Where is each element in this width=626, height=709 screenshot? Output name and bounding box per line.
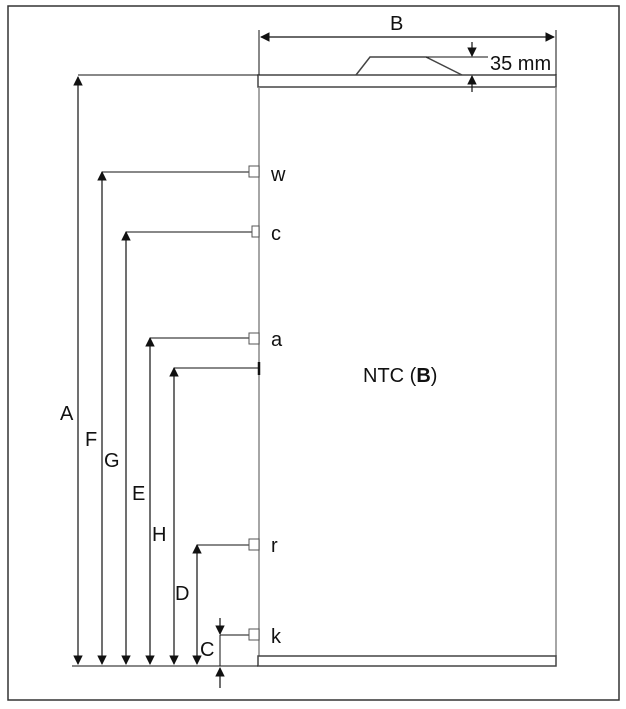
- tank-model-label: NTC (B): [363, 365, 437, 387]
- connection-label-a: a: [271, 329, 283, 351]
- nozzle-a: [248, 332, 260, 345]
- label-C: C: [200, 639, 214, 661]
- frame-border: [7, 5, 620, 701]
- width-label: B: [390, 13, 403, 35]
- top-offset-dimension: 35 mm: [426, 42, 551, 92]
- tank-body: [257, 56, 557, 667]
- tank-bottom-cap: [257, 655, 557, 667]
- label-F: F: [85, 429, 97, 451]
- height-dimensions: A F G E H D C: [60, 76, 225, 688]
- connection-nozzles: [248, 165, 260, 641]
- nozzle-r: [248, 538, 260, 551]
- nozzle-k: [248, 628, 260, 641]
- connection-label-k: k: [271, 626, 282, 648]
- top-flange: [355, 56, 463, 76]
- label-H: H: [152, 524, 166, 546]
- label-G: G: [104, 450, 120, 472]
- tank-model-prefix: NTC (: [363, 365, 417, 387]
- connection-label-r: r: [271, 535, 278, 557]
- width-dimension: B: [258, 13, 557, 75]
- connection-label-c: c: [271, 223, 281, 245]
- label-A: A: [60, 403, 74, 425]
- nozzle-w: [248, 165, 260, 178]
- tank-model-suffix: ): [431, 365, 438, 387]
- connection-label-w: w: [270, 164, 286, 186]
- label-D: D: [175, 583, 189, 605]
- tank-model-bold: B: [416, 365, 430, 387]
- label-E: E: [132, 483, 145, 505]
- nozzle-c: [251, 225, 260, 238]
- connection-leaders: [102, 171, 261, 636]
- offset-label: 35 mm: [490, 53, 551, 75]
- tank-top-cap: [257, 74, 557, 88]
